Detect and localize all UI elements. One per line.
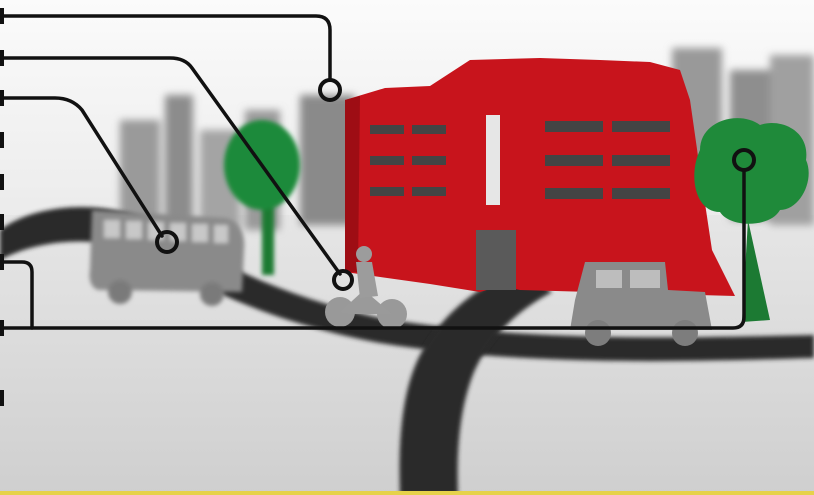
red-building-icon (345, 58, 735, 296)
bottom-accent-bar (0, 491, 814, 495)
